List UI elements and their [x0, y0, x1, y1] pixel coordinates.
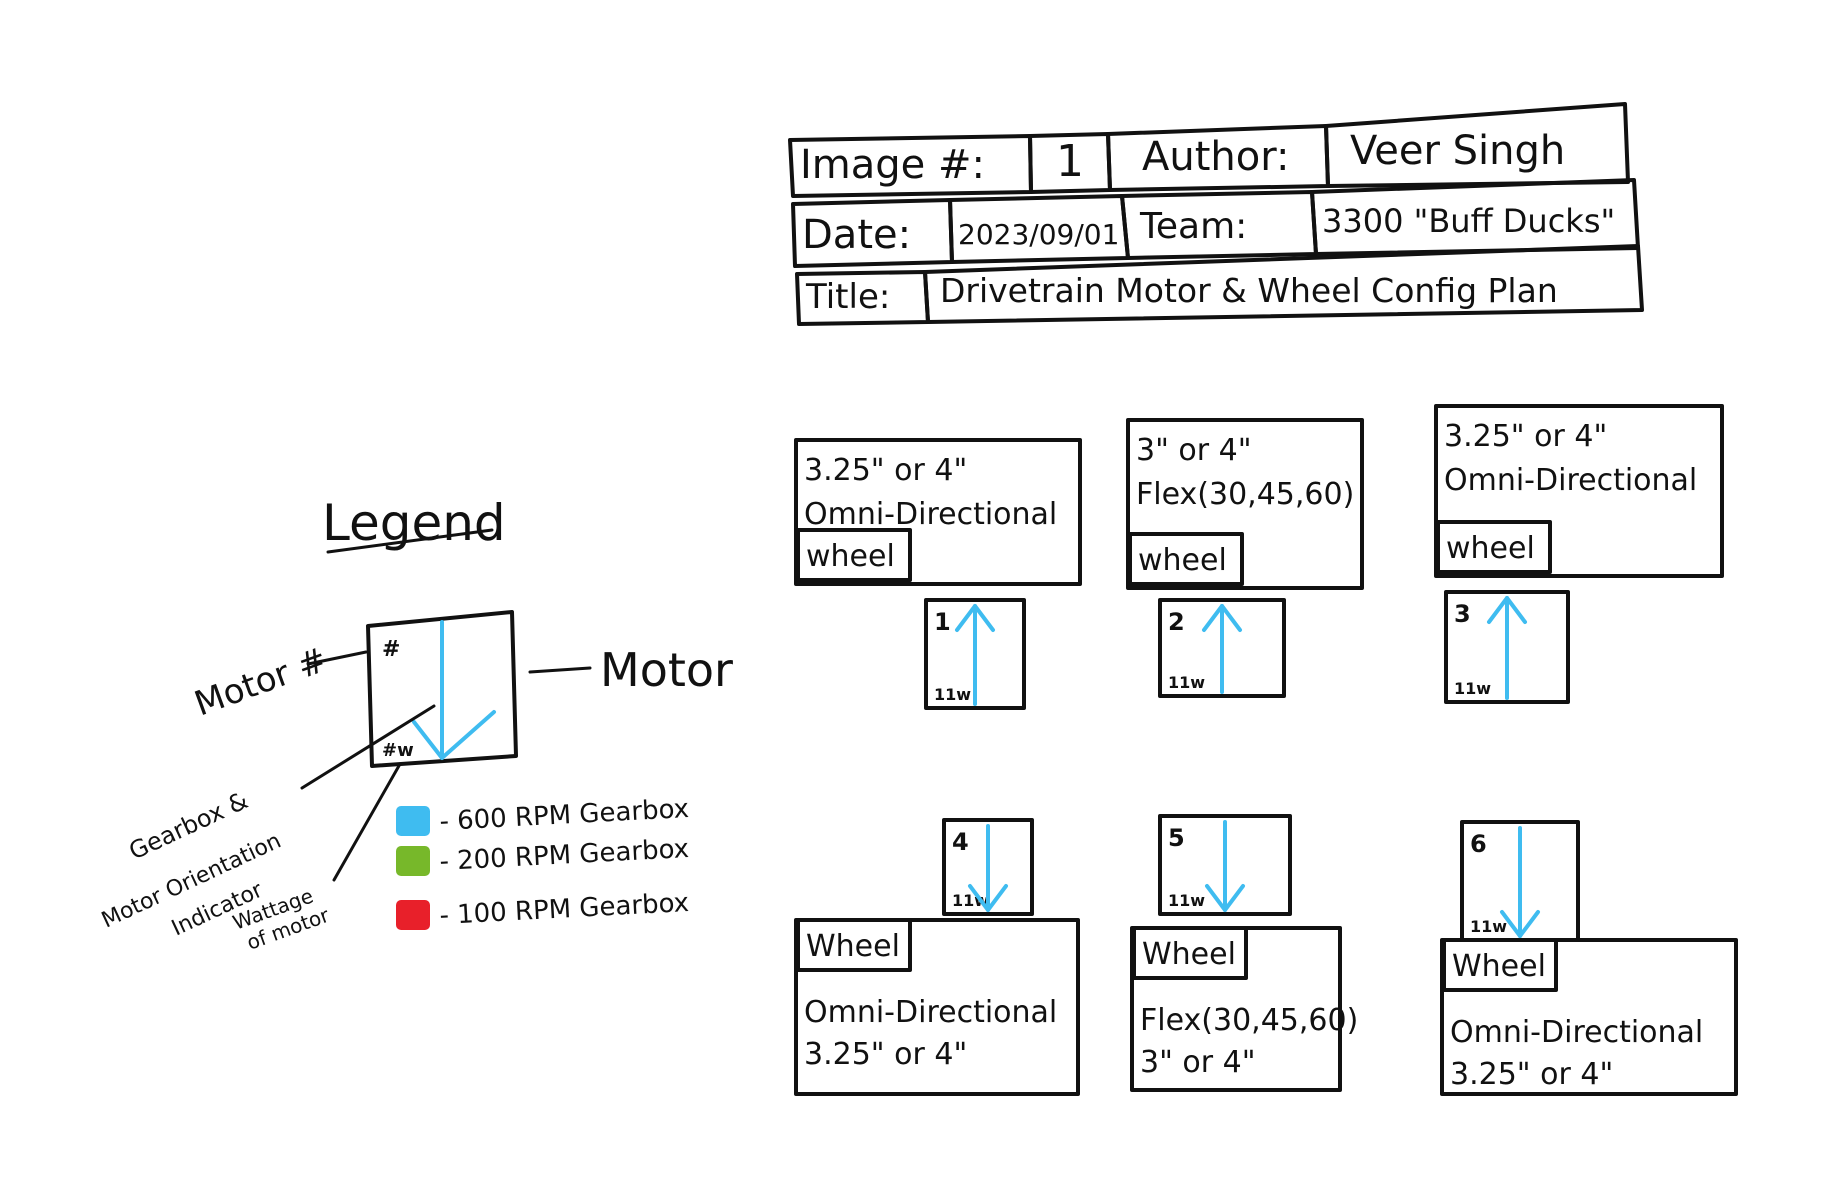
wheel-tag-box — [796, 528, 912, 582]
wheel-tag-label: wheel — [1446, 531, 1535, 566]
header-cell-title-value — [923, 244, 1644, 324]
gearbox-key-label: - 200 RPM Gearbox — [439, 834, 690, 877]
wheel-type-label: Omni-Directional — [1444, 463, 1697, 498]
header-table: Image #: 1 Author: Veer Singh Date: 2023… — [788, 102, 1644, 326]
author-value: Veer Singh — [1350, 128, 1565, 174]
wheel-tag-box — [1436, 520, 1552, 574]
wheel-tag-box — [1132, 926, 1248, 980]
legend-wattage-marker: #w — [382, 740, 414, 761]
wheel-box — [1440, 938, 1738, 1096]
motor-wattage: 11w — [1168, 673, 1205, 692]
wheel-box — [794, 438, 1082, 586]
team-label: Team: — [1139, 206, 1247, 247]
motor-box — [924, 598, 1026, 710]
motor-wattage: 11w — [1168, 891, 1205, 910]
legend-motor-number-marker: # — [382, 637, 400, 662]
wheel-box — [794, 918, 1080, 1096]
motor-wattage: 11w — [1470, 917, 1507, 936]
image-number-label: Image #: — [800, 142, 985, 188]
legend-orientation-arrowhead — [412, 710, 496, 760]
legend-motor-box — [366, 610, 518, 768]
legend-motor-label: Motor — [600, 643, 733, 697]
wheel-tag-label: Wheel — [1142, 937, 1236, 972]
legend: Legend # #w Motor # Motor Gearbox & Moto… — [98, 494, 733, 955]
motor-callout-line — [528, 666, 592, 674]
orientation-arrow — [955, 604, 995, 706]
gearbox-key-label: - 100 RPM Gearbox — [439, 888, 690, 931]
wheel-line-2: 3" or 4" — [1140, 1045, 1256, 1080]
legend-title-underline — [326, 528, 494, 554]
date-value: 2023/09/01 — [958, 218, 1119, 251]
motor-box — [1158, 598, 1286, 698]
motor-assembly-1: wheel 3.25" or 4" Omni-Directional 1 11w — [794, 438, 1082, 710]
legend-motor-number-label: Motor # — [189, 640, 332, 725]
wheel-box — [1434, 404, 1724, 578]
gearbox-key-item: - 200 RPM Gearbox — [396, 834, 690, 877]
wheel-type-label: Omni-Directional — [804, 497, 1057, 532]
gearbox-key-item: - 100 RPM Gearbox — [396, 888, 690, 931]
motor-number: 1 — [934, 608, 951, 636]
wheel-tag-label: Wheel — [1452, 949, 1546, 984]
wheel-line-1: Omni-Directional — [1450, 1015, 1703, 1050]
motor-number: 6 — [1470, 830, 1487, 858]
gearbox-key-item: - 600 RPM Gearbox — [396, 794, 690, 837]
wheel-line-1: Omni-Directional — [804, 995, 1057, 1030]
motor-number-callout-line — [306, 650, 368, 666]
gearbox-color-swatch — [396, 806, 430, 836]
wheel-size-label: 3" or 4" — [1136, 433, 1252, 468]
wheel-tag-box — [796, 918, 912, 972]
author-label: Author: — [1142, 134, 1289, 180]
gearbox-color-swatch — [396, 846, 430, 876]
wheel-type-label: Flex(30,45,60) — [1136, 477, 1354, 512]
orientation-arrow — [1205, 820, 1245, 912]
orientation-callout-line — [300, 704, 436, 790]
motor-number: 3 — [1454, 600, 1471, 628]
motor-number: 4 — [952, 828, 969, 856]
wheel-line-1: Flex(30,45,60) — [1140, 1003, 1358, 1038]
wheel-line-2: 3.25" or 4" — [1450, 1057, 1613, 1092]
wheel-size-label: 3.25" or 4" — [1444, 419, 1607, 454]
motor-box — [1460, 820, 1580, 942]
orientation-arrow — [968, 824, 1008, 912]
title-label: Title: — [805, 277, 890, 317]
wheel-size-label: 3.25" or 4" — [804, 453, 967, 488]
title-value: Drivetrain Motor & Wheel Config Plan — [940, 271, 1558, 310]
image-number-value: 1 — [1056, 136, 1084, 187]
motor-wattage: 11w — [952, 891, 989, 910]
gearbox-color-key: - 600 RPM Gearbox- 200 RPM Gearbox - 100 … — [396, 794, 690, 931]
gearbox-color-swatch — [396, 900, 430, 930]
gearbox-key-label: - 600 RPM Gearbox — [439, 794, 690, 837]
orientation-arrow — [1487, 596, 1527, 700]
motor-box — [1158, 814, 1292, 916]
wheel-tag-box — [1128, 532, 1244, 586]
orientation-arrow — [1202, 604, 1242, 694]
motor-wattage: 11w — [1454, 679, 1491, 698]
motor-number: 2 — [1168, 608, 1185, 636]
team-value: 3300 "Buff Ducks" — [1322, 202, 1615, 240]
wheel-tag-label: wheel — [806, 539, 895, 574]
motor-assembly-2: wheel 3" or 4" Flex(30,45,60) 2 11w — [1126, 418, 1364, 698]
wattage-callout-line — [332, 762, 402, 882]
motor-box — [942, 818, 1034, 916]
wheel-line-2: 3.25" or 4" — [804, 1037, 967, 1072]
motor-wattage: 11w — [934, 685, 971, 704]
wheel-tag-label: wheel — [1138, 543, 1227, 578]
wheel-tag-label: Wheel — [806, 929, 900, 964]
date-label: Date: — [802, 212, 911, 258]
motor-assembly-3: wheel 3.25" or 4" Omni-Directional 3 11w — [1434, 404, 1724, 704]
motor-number: 5 — [1168, 824, 1185, 852]
wheel-box — [1126, 418, 1364, 590]
motor-box — [1444, 590, 1570, 704]
legend-title: Legend — [322, 494, 506, 552]
orientation-arrow — [1500, 826, 1540, 938]
